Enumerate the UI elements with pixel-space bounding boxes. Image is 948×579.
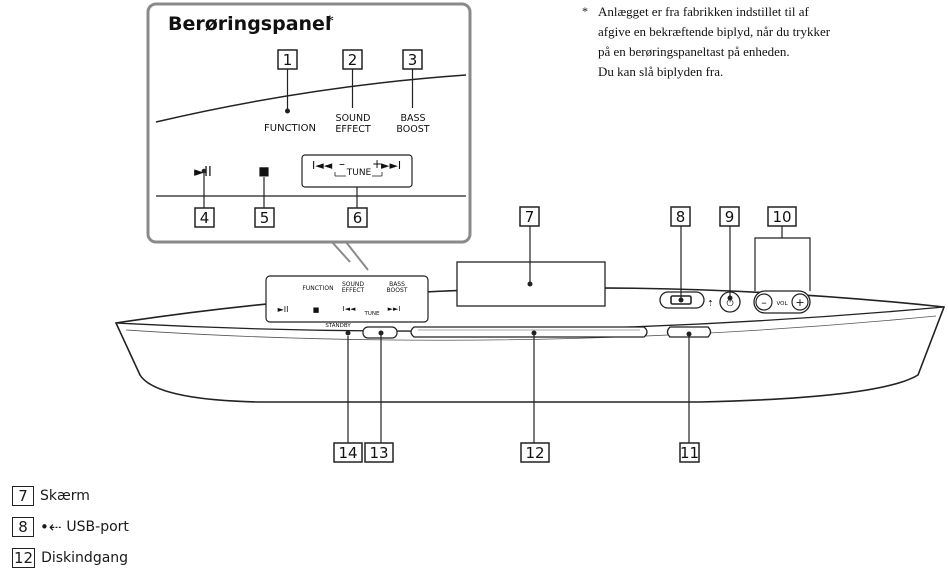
usb-icon: •⇠ <box>40 518 62 536</box>
svg-text:11: 11 <box>680 444 699 462</box>
function-label: FUNCTION <box>264 123 316 134</box>
svg-text:–: – <box>339 157 345 171</box>
next-icon: ►►I <box>381 159 401 172</box>
legend-item-disc: 12 Diskindgang <box>12 548 128 568</box>
tune-label: TUNE <box>346 168 372 178</box>
sound-label: SOUND <box>336 113 371 124</box>
svg-text:14: 14 <box>338 444 357 462</box>
prev-icon: I◄◄ <box>312 159 333 172</box>
svg-text:8: 8 <box>676 208 686 226</box>
svg-text:+: + <box>795 296 804 309</box>
boost-label: BOOST <box>396 124 429 135</box>
footnote-line: Du kan slå biplyden fra. <box>598 64 723 79</box>
footnote: * Anlægget er fra fabrikken indstillet t… <box>582 4 831 79</box>
svg-text:4: 4 <box>200 209 210 227</box>
legend-num: 7 <box>12 486 34 506</box>
usb-small-icon: ⇡ <box>707 299 714 308</box>
svg-text:►►I: ►►I <box>388 305 401 313</box>
footnote-line: på en berøringspaneltast på enheden. <box>598 44 790 59</box>
svg-text:TUNE: TUNE <box>364 311 380 317</box>
svg-text:+: + <box>372 157 382 171</box>
footnote-line: afgive en bekræftende biplyd, når du try… <box>598 24 831 39</box>
legend-label: USB-port <box>66 519 129 535</box>
svg-text:7: 7 <box>525 208 535 226</box>
footnote-line: Anlægget er fra fabrikken indstillet til… <box>598 4 809 19</box>
callout-5 <box>254 207 275 228</box>
effect-label: EFFECT <box>335 124 371 135</box>
svg-text:FUNCTION: FUNCTION <box>302 285 333 292</box>
svg-text:BASS: BASS <box>389 281 405 288</box>
legend-num: 8 <box>12 517 34 537</box>
svg-text:►II: ►II <box>278 305 289 314</box>
svg-text:3: 3 <box>408 51 418 69</box>
bass-label: BASS <box>400 113 425 124</box>
callout-6 <box>347 207 368 228</box>
power-icon: ⏻ <box>726 298 733 309</box>
legend-item-display: 7 Skærm <box>12 486 90 506</box>
callout-4 <box>194 207 215 228</box>
svg-text:BOOST: BOOST <box>387 287 408 294</box>
device-touch-panel <box>265 275 429 323</box>
svg-text:12: 12 <box>525 444 544 462</box>
panel-title: Berøringspanel <box>168 13 331 35</box>
svg-text:6: 6 <box>353 209 363 227</box>
svg-text:I◄◄: I◄◄ <box>343 305 356 313</box>
callout-12 <box>520 442 550 463</box>
svg-text:1: 1 <box>283 51 293 69</box>
stop-icon: ■ <box>258 164 269 178</box>
standby-label: STANDBY <box>325 323 351 329</box>
vol-label: VOL <box>776 301 788 307</box>
legend-num: 12 <box>12 548 36 568</box>
legend-item-usb: 8 •⇠ USB-port <box>12 517 129 537</box>
device-callouts: 7 8 9 10 11 12 13 14 <box>333 206 811 463</box>
svg-text:2: 2 <box>348 51 358 69</box>
svg-text:SOUND: SOUND <box>342 281 364 288</box>
svg-text:5: 5 <box>260 209 270 227</box>
legend-label: Diskindgang <box>41 550 129 566</box>
panel-title-mark: * <box>326 13 334 30</box>
svg-text:13: 13 <box>369 444 388 462</box>
svg-text:–: – <box>761 296 767 309</box>
callout-13 <box>364 442 394 463</box>
svg-text:10: 10 <box>772 208 791 226</box>
legend-label: Skærm <box>40 488 90 504</box>
standby-led <box>345 330 351 336</box>
svg-text:9: 9 <box>725 208 735 226</box>
footnote-mark: * <box>582 4 588 18</box>
svg-text:■: ■ <box>313 306 320 314</box>
touch-panel-box: Berøringspanel * 1 FUNCTION 2 SOUND EFFE… <box>146 2 472 244</box>
svg-text:EFFECT: EFFECT <box>342 287 365 294</box>
disc-slot <box>410 326 648 338</box>
